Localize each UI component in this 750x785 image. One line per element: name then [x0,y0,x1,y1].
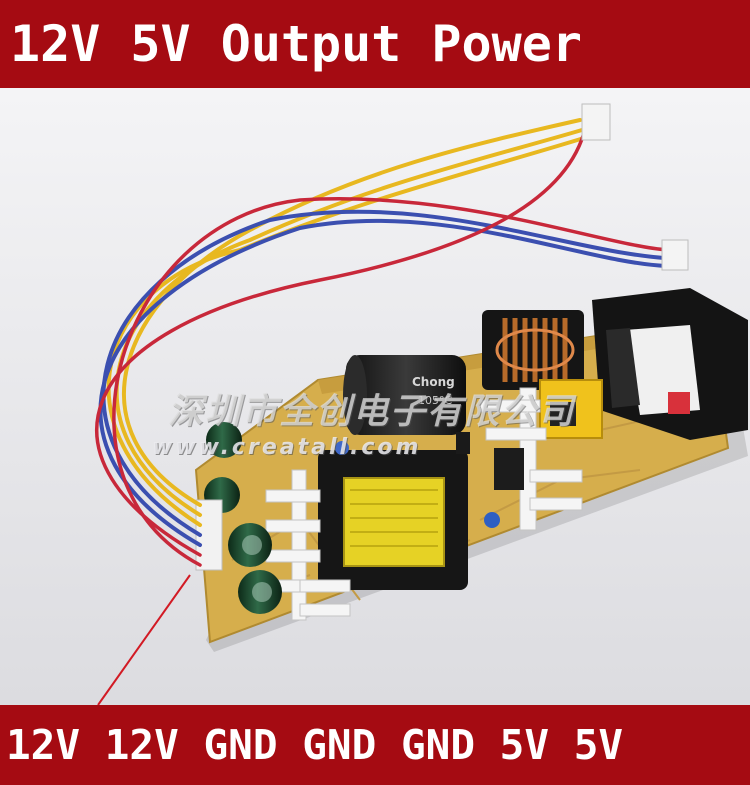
blue-capacitor [484,512,500,528]
blue-capacitor [335,441,349,455]
mosfet [494,448,524,490]
pointer-line [97,574,191,706]
pinout-text: 12V 12V GND GND GND 5V 5V [6,721,624,769]
common-mode-choke [482,310,584,390]
wire-bundle [95,110,670,567]
mains-socket [592,288,748,440]
watermark-company: 深圳市全创电子有限公司 [168,391,576,432]
bottom-pinout-banner: 12V 12V GND GND GND 5V 5V [0,705,750,785]
watermark-url: www.creatall.com [152,435,422,460]
rectifier [456,432,470,454]
bulk-capacitor: Chong 105°C [343,355,466,435]
top-title-text: 12V 5V Output Power [10,15,582,73]
top-title-banner: 12V 5V Output Power [0,0,750,88]
connector-right [661,239,689,271]
capacitor-rating: 105°C [418,394,452,407]
capacitor-brand: Chong [412,375,455,389]
heatsink-right [479,387,583,531]
connector-top [581,103,611,141]
capacitor-inner-block [550,402,576,426]
transformer [318,450,468,590]
heatsink-left [265,469,351,621]
